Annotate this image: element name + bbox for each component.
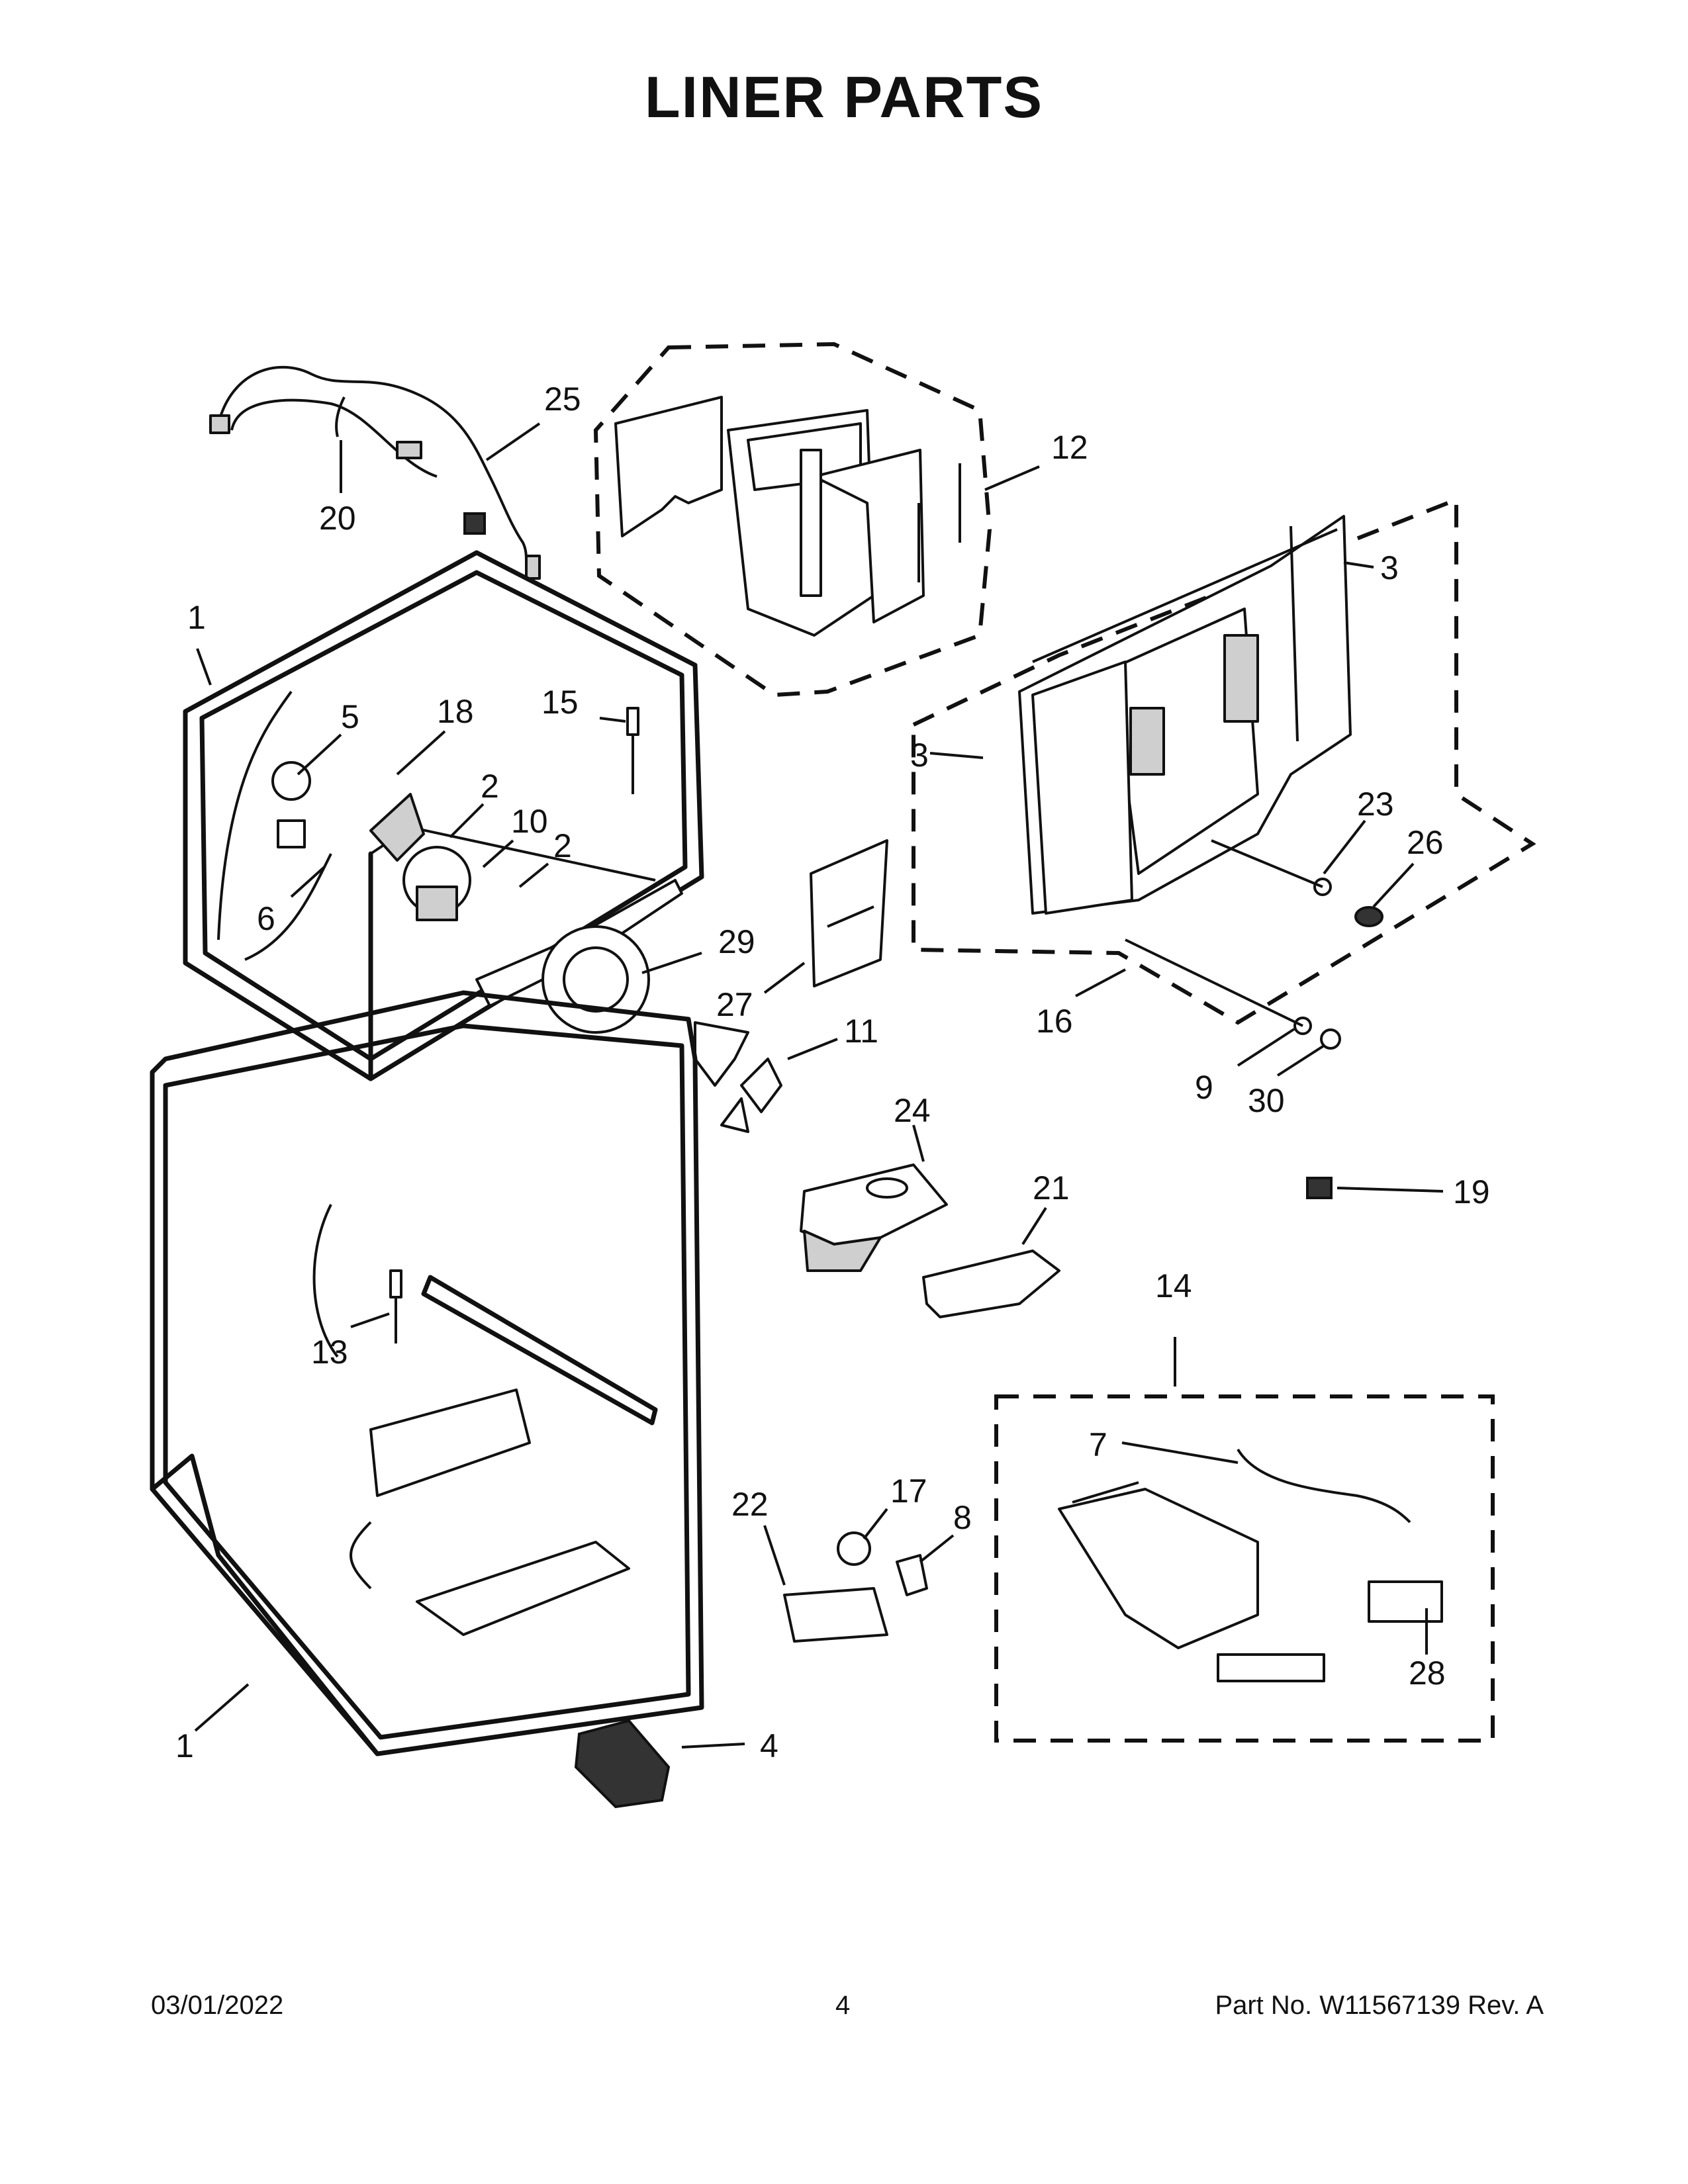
part-socket bbox=[896, 1554, 928, 1596]
callout-3: 3 bbox=[910, 737, 929, 774]
callout-19: 19 bbox=[1453, 1173, 1490, 1210]
callout-21: 21 bbox=[1033, 1169, 1070, 1206]
footer-page-number: 4 bbox=[835, 1991, 851, 2020]
page-title: LINER PARTS bbox=[644, 64, 1044, 130]
callout-1: 1 bbox=[175, 1727, 194, 1764]
leader-lines bbox=[194, 422, 1444, 1749]
group-dispenser-kit bbox=[994, 1394, 1495, 1743]
part-duct-cover bbox=[810, 839, 888, 987]
callout-15: 15 bbox=[541, 684, 579, 721]
group-evaporator-cover bbox=[593, 341, 992, 698]
group-rear-panel bbox=[912, 496, 1536, 1025]
part-fan-blade bbox=[720, 1058, 782, 1133]
part-air-cover bbox=[922, 1250, 1060, 1318]
callout-10: 10 bbox=[511, 803, 548, 840]
part-light-cover bbox=[783, 1587, 888, 1643]
callout-5: 5 bbox=[341, 698, 359, 735]
vent-slots bbox=[1129, 634, 1259, 776]
callout-27: 27 bbox=[716, 986, 753, 1023]
footer-date: 03/01/2022 bbox=[151, 1991, 284, 2020]
callout-2: 2 bbox=[481, 768, 499, 805]
part-switch bbox=[1306, 1177, 1333, 1199]
callout-22: 22 bbox=[731, 1486, 769, 1523]
callout-23: 23 bbox=[1357, 786, 1394, 823]
callout-26: 26 bbox=[1407, 824, 1444, 861]
callout-8: 8 bbox=[953, 1499, 972, 1536]
callout-4: 4 bbox=[760, 1727, 778, 1764]
callout-24: 24 bbox=[894, 1092, 931, 1129]
part-fresh-food-liner bbox=[150, 990, 704, 1756]
part-bulb bbox=[837, 1531, 871, 1566]
callout-11: 11 bbox=[844, 1013, 878, 1050]
callout-1: 1 bbox=[187, 599, 206, 636]
callout-3: 3 bbox=[1380, 549, 1399, 586]
callout-12: 12 bbox=[1051, 429, 1088, 466]
callout-25: 25 bbox=[544, 381, 581, 418]
footer-part-number: Part No. W11567139 Rev. A bbox=[1215, 1991, 1544, 2020]
callout-7: 7 bbox=[1089, 1426, 1107, 1463]
callout-28: 28 bbox=[1409, 1655, 1446, 1692]
part-plug-26 bbox=[1354, 906, 1383, 927]
callout-14: 14 bbox=[1155, 1267, 1192, 1304]
part-drawer-guide bbox=[574, 1719, 671, 1809]
part-wire-harness bbox=[209, 365, 541, 580]
callout-6: 6 bbox=[257, 900, 275, 937]
callout-9: 9 bbox=[1195, 1069, 1213, 1106]
part-motor-assembly bbox=[271, 761, 749, 1087]
callout-17: 17 bbox=[890, 1473, 927, 1510]
callout-13: 13 bbox=[311, 1334, 348, 1371]
callout-18: 18 bbox=[437, 693, 474, 730]
part-thermistor bbox=[389, 1269, 402, 1343]
callout-labels: 25 20 12 3 3 1 5 18 15 2 10 2 6 29 27 23… bbox=[175, 381, 1490, 1764]
part-sensor bbox=[626, 707, 639, 794]
callout-2: 2 bbox=[553, 827, 572, 864]
callout-16: 16 bbox=[1036, 1003, 1073, 1040]
callout-29: 29 bbox=[718, 923, 755, 960]
part-cap-30 bbox=[1320, 1028, 1341, 1050]
callout-20: 20 bbox=[319, 500, 356, 537]
part-damper bbox=[800, 1163, 948, 1272]
callout-30: 30 bbox=[1248, 1082, 1285, 1119]
